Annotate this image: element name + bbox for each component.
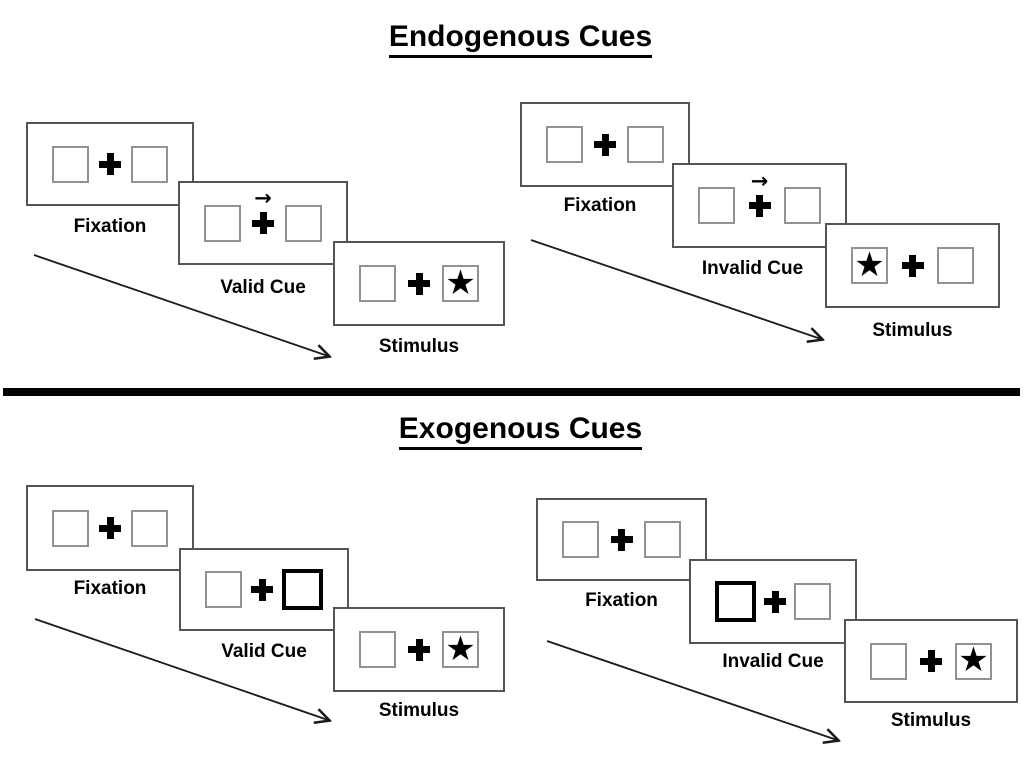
fixation-cross	[610, 528, 633, 551]
invalid-cue-screen	[689, 559, 857, 644]
plus-icon	[764, 590, 786, 613]
plus-icon	[610, 528, 633, 551]
right-box-with-star: ★	[442, 631, 479, 668]
plus-icon	[901, 254, 924, 277]
fixation-screen	[520, 102, 690, 187]
right-box	[644, 521, 681, 558]
valid-cue-screen: →	[178, 181, 348, 265]
stimulus-screen: ★	[333, 607, 505, 692]
left-box	[205, 571, 242, 608]
fixation-cross	[251, 578, 273, 601]
right-box	[784, 187, 821, 224]
panel-label-fixation: Fixation	[563, 195, 637, 216]
cue-arrow-icon: →	[750, 168, 769, 193]
panel-label-invalid-cue: Invalid Cue	[701, 258, 804, 279]
plus-icon	[408, 638, 430, 661]
section-title-exogenous-text: Exogenous Cues	[398, 412, 643, 450]
fixation-cross	[99, 517, 121, 539]
panel-label-fixation: Fixation	[585, 590, 658, 611]
right-box-with-star: ★	[955, 640, 992, 680]
fixation-screen	[26, 122, 194, 206]
star-icon: ★	[445, 262, 476, 303]
right-box-with-star: ★	[442, 265, 479, 302]
fixation-cross	[99, 153, 121, 175]
right-box-highlighted-cue	[282, 569, 323, 610]
panel-label-stimulus: Stimulus	[872, 320, 953, 341]
left-box	[52, 145, 89, 183]
star-icon: ★	[854, 244, 885, 285]
left-box	[870, 642, 907, 680]
plus-icon	[99, 517, 121, 539]
fixation-screen	[536, 498, 707, 581]
right-box	[285, 204, 322, 242]
left-box-with-star: ★	[851, 247, 888, 284]
plus-icon	[99, 153, 121, 175]
fixation-cross	[594, 133, 616, 156]
panel-label-stimulus: Stimulus	[890, 710, 972, 731]
fixation-cross	[920, 650, 942, 672]
invalid-cue-screen: →	[672, 163, 847, 248]
panel-label-valid-cue: Valid Cue	[220, 277, 306, 298]
plus-icon	[408, 272, 430, 295]
right-box	[131, 509, 168, 547]
stimulus-screen: ★	[844, 619, 1018, 703]
plus-icon	[251, 578, 273, 601]
left-box	[546, 126, 583, 163]
valid-cue-screen	[179, 548, 349, 631]
star-icon: ★	[445, 628, 476, 669]
fixation-cross: →	[748, 170, 771, 217]
fixation-cross: →	[252, 188, 274, 234]
left-box	[52, 509, 89, 547]
fixation-cross	[764, 590, 786, 613]
plus-icon	[748, 194, 771, 217]
left-box	[698, 187, 735, 224]
left-box	[204, 204, 241, 242]
fixation-cross	[408, 638, 430, 661]
fixation-screen	[26, 485, 194, 571]
panel-label-invalid-cue: Invalid Cue	[722, 651, 824, 672]
left-box	[359, 265, 396, 302]
left-box-highlighted-cue	[715, 581, 756, 622]
section-title-exogenous: Exogenous Cues	[18, 412, 1023, 450]
fixation-cross	[901, 254, 924, 277]
section-title-endogenous-text: Endogenous Cues	[388, 20, 653, 58]
plus-icon	[920, 650, 942, 672]
panel-label-fixation: Fixation	[73, 216, 147, 237]
panel-label-fixation: Fixation	[73, 578, 147, 599]
section-title-endogenous: Endogenous Cues	[18, 20, 1023, 58]
section-divider	[3, 388, 1020, 396]
left-box	[562, 521, 599, 558]
right-box	[627, 126, 664, 163]
right-box	[131, 145, 168, 183]
plus-icon	[252, 212, 274, 234]
stimulus-screen: ★	[825, 223, 1000, 308]
panel-label-valid-cue: Valid Cue	[221, 641, 307, 662]
left-box	[359, 631, 396, 668]
fixation-cross	[408, 272, 430, 295]
right-box	[794, 583, 831, 620]
panel-label-stimulus: Stimulus	[378, 336, 460, 357]
star-icon: ★	[958, 640, 989, 680]
cue-arrow-icon: →	[254, 186, 272, 210]
stimulus-screen: ★	[333, 241, 505, 326]
right-box	[937, 247, 974, 284]
panel-label-stimulus: Stimulus	[378, 700, 460, 721]
plus-icon	[594, 133, 616, 156]
